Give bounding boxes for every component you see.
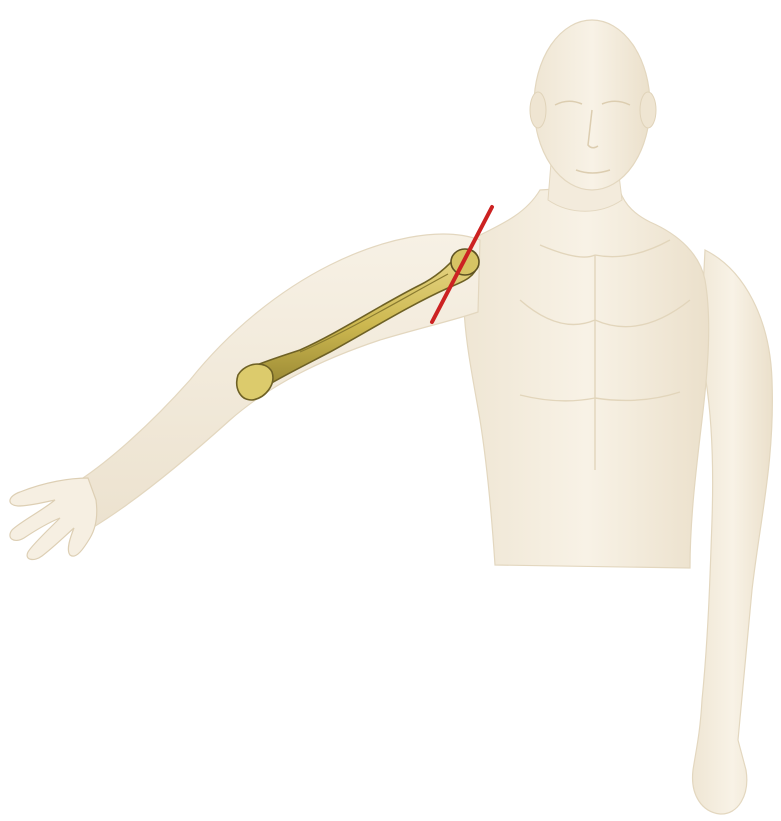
- right-ear: [640, 92, 656, 128]
- left-ear: [530, 92, 546, 128]
- left-hand: [10, 478, 97, 559]
- torso: [464, 185, 709, 568]
- head: [534, 20, 650, 190]
